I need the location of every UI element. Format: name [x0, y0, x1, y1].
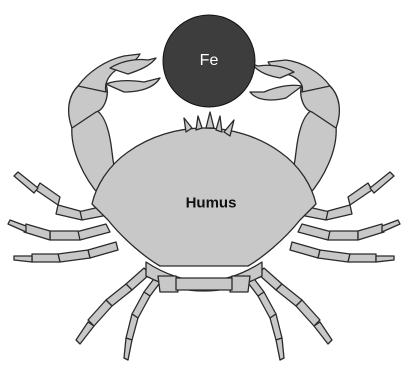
left-leg-3 — [88, 242, 118, 258]
iron-ball — [163, 15, 255, 107]
crab-carapace — [92, 128, 316, 266]
right-leg-2 — [298, 224, 332, 240]
right-leg-3 — [290, 242, 320, 258]
left-leg-2 — [76, 224, 110, 240]
